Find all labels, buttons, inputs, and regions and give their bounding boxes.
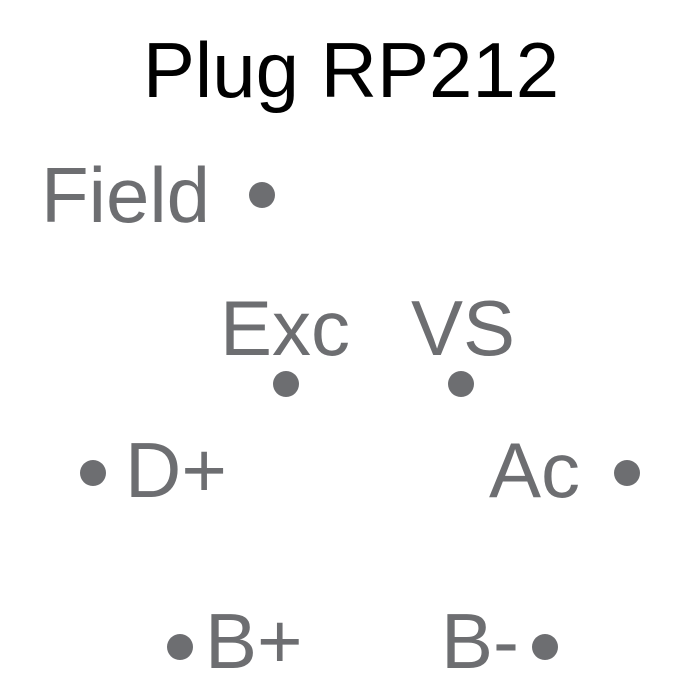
pin-dot-d-plus — [80, 460, 106, 486]
pin-label-vs: VS — [411, 284, 515, 372]
pin-label-field: Field — [41, 151, 210, 239]
pin-label-b-minus: B- — [441, 597, 519, 685]
pin-dot-b-plus — [167, 634, 193, 660]
pin-dot-b-minus — [532, 634, 558, 660]
pin-label-b-plus: B+ — [205, 597, 303, 685]
pin-dot-vs — [448, 371, 474, 397]
diagram-title: Plug RP212 — [143, 26, 559, 114]
pin-dot-field — [249, 182, 275, 208]
pin-label-exc: Exc — [220, 284, 350, 372]
pin-dot-ac — [614, 460, 640, 486]
pin-label-d-plus: D+ — [125, 426, 227, 514]
pin-label-ac: Ac — [489, 426, 580, 514]
pin-dot-exc — [273, 371, 299, 397]
